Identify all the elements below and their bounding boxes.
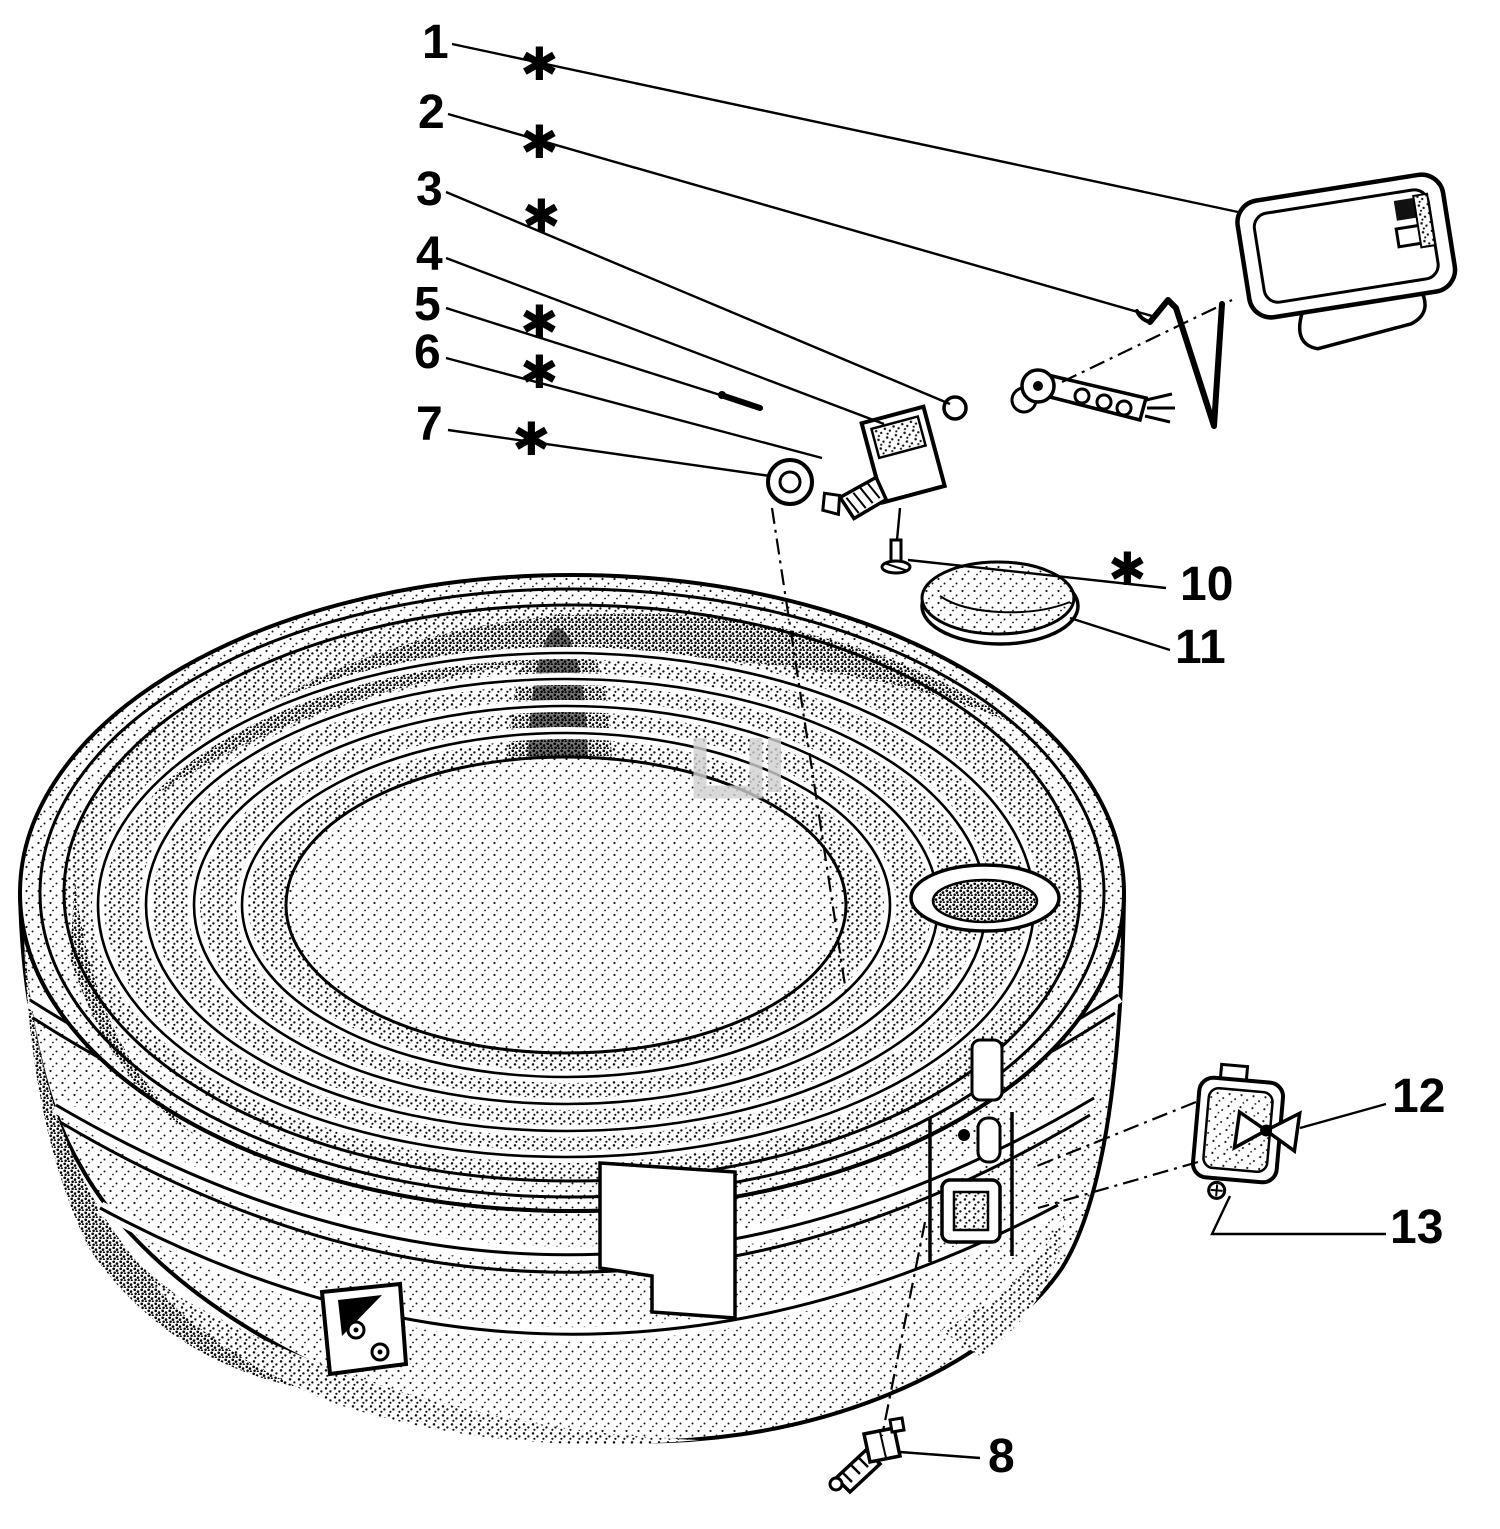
leader-5: [445, 306, 737, 402]
callout-4: 4: [416, 228, 443, 281]
callout-7: 7: [416, 398, 443, 451]
callout-6: 6: [414, 326, 441, 379]
pin: [718, 391, 763, 411]
leader-11: [1069, 616, 1171, 652]
side-channel: [928, 1038, 1014, 1262]
interior-shading-top: [120, 613, 1015, 820]
leader-2: [447, 112, 1153, 318]
leader-7: [447, 428, 771, 478]
callout-5: 5: [414, 278, 441, 331]
callout-11: 11: [1175, 621, 1226, 674]
interior-shading-left: [70, 880, 195, 1135]
cover-module: [1235, 172, 1458, 351]
leader-10: [907, 558, 1167, 590]
watermark: [693, 738, 781, 799]
asterisk-2: ✱: [520, 116, 559, 168]
asterisk-7: ✱: [512, 413, 551, 465]
switch-plate: [1190, 1062, 1302, 1200]
callout-3: 3: [416, 163, 443, 216]
lever-assembly: [1010, 368, 1175, 424]
front-notch: [598, 1161, 737, 1320]
asterisk-10: ✱: [1108, 543, 1147, 595]
asterisk-3: ✱: [522, 190, 561, 242]
callout-2: 2: [418, 86, 445, 139]
asterisk-marks: ✱ ✱ ✱ ✱ ✱ ✱ ✱: [512, 38, 1147, 595]
ball: [942, 395, 968, 421]
leader-6: [445, 356, 823, 460]
leader-1: [451, 42, 1239, 214]
asterisk-6: ✱: [520, 346, 559, 398]
centerline-plate-upper: [1031, 1100, 1197, 1170]
basin-body: [18, 573, 1126, 1445]
asterisk-1: ✱: [520, 38, 559, 90]
washer: [766, 458, 814, 506]
centerline-switch-basin: [770, 507, 848, 993]
switch-screw-link: [895, 507, 902, 541]
mounting-bracket: [319, 1281, 409, 1377]
cap-disc: [920, 560, 1080, 646]
basin-floor: [284, 755, 848, 1055]
callout-13: 13: [1390, 1201, 1443, 1254]
rim-rings: [18, 573, 1126, 1213]
threaded-stud: [828, 1416, 906, 1495]
toggle-switch: [821, 404, 948, 521]
wall-shading-bottom: [150, 1280, 700, 1445]
callout-8: 8: [988, 1430, 1015, 1483]
leader-12: [1299, 1102, 1387, 1130]
screw: [880, 538, 912, 575]
callout-10: 10: [1180, 558, 1233, 611]
leader-lines: [445, 42, 1387, 1460]
leader-3: [445, 190, 951, 406]
wall-shading-right: [940, 1210, 1065, 1356]
centerline-stud: [880, 1221, 927, 1437]
leader-8: [899, 1450, 981, 1460]
centerline-lever-module: [1061, 299, 1233, 383]
leader-4: [445, 256, 885, 426]
asterisk-5: ✱: [520, 296, 559, 348]
leader-13: [1210, 1195, 1386, 1236]
centerlines: [770, 299, 1233, 1437]
callout-12: 12: [1392, 1070, 1445, 1123]
callout-1: 1: [422, 16, 449, 69]
callout-labels: 1 2 3 4 5 6 7 8 10 11 12 13: [414, 16, 1445, 1483]
centerline-plate-lower: [1037, 1160, 1199, 1210]
cup-recess: [909, 863, 1061, 933]
